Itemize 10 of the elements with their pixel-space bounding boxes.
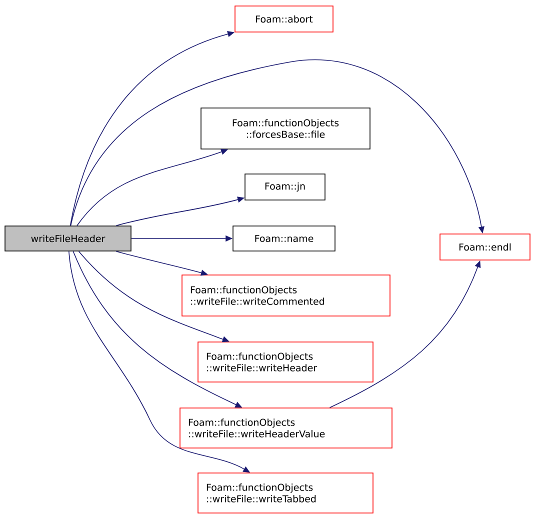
function-box: Foam::endl bbox=[440, 234, 530, 260]
function-box: Foam::name bbox=[232, 226, 336, 252]
function-box: writeFileHeader bbox=[4, 226, 132, 252]
function-box: Foam::functionObjects ::writeFile::writeCommented bbox=[182, 274, 390, 316]
function-box: Foam::functionObjects ::forcesBase::file bbox=[200, 108, 370, 150]
function-box: Foam::functionObjects ::writeFile::writeTabbed bbox=[198, 472, 374, 514]
function-box: Foam::functionObjects ::writeFile::writeHeader bbox=[198, 342, 374, 382]
function-box: Foam::abort bbox=[234, 6, 334, 32]
function-box: Foam::jn bbox=[244, 174, 326, 200]
function-box: Foam::functionObjects ::writeFile::writeHeaderValue bbox=[180, 408, 392, 448]
